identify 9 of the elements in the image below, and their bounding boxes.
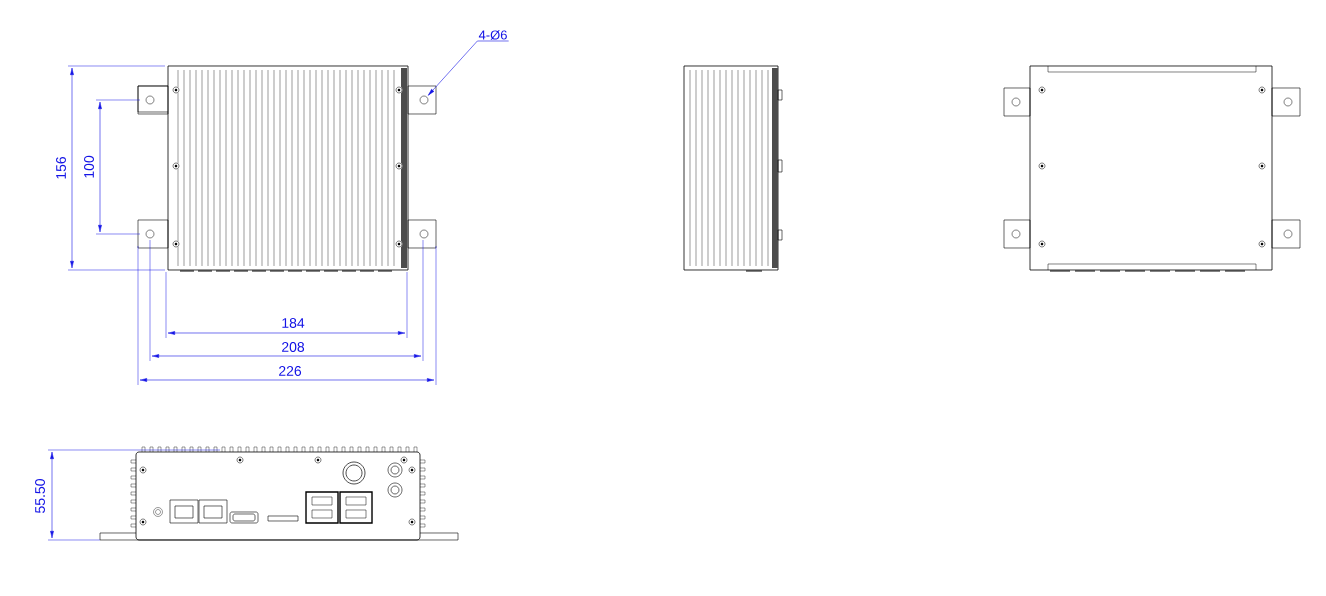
dimension-text: 156 [56, 156, 66, 179]
dimension-text: 184 [282, 318, 305, 328]
callout-text: 4-Ø6 [478, 30, 507, 40]
dimension-text: 100 [84, 155, 94, 178]
leader-line [427, 40, 509, 96]
dimension-text: 226 [279, 366, 302, 376]
mounting-hole [419, 95, 429, 105]
dimension-text: 55.50 [35, 479, 45, 513]
dimension-text: 208 [282, 342, 305, 352]
